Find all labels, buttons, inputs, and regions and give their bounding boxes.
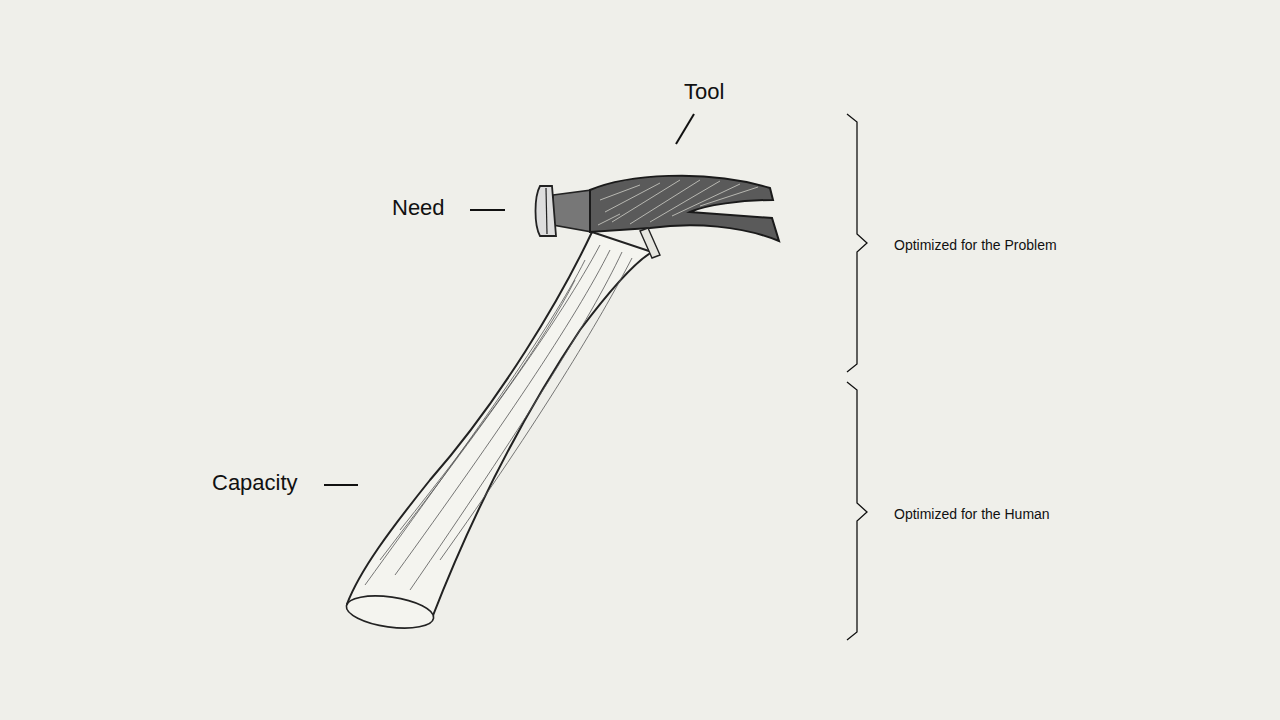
hammer-neck bbox=[553, 190, 592, 232]
hammer-face bbox=[536, 186, 557, 236]
label-slot: Optimized for the Problem bbox=[894, 236, 1057, 254]
bracket-note: Optimized for the Problem bbox=[894, 237, 1057, 253]
label-slot: Need bbox=[392, 196, 445, 220]
hammer-head bbox=[590, 176, 779, 241]
label-slot: Capacity bbox=[212, 471, 298, 495]
hammer-handle bbox=[347, 232, 652, 624]
label-slot: Tool bbox=[684, 80, 724, 104]
leader-line bbox=[676, 114, 694, 144]
head-eye bbox=[640, 228, 660, 258]
label-slot: Optimized for the Human bbox=[894, 505, 1050, 523]
part-label: Tool bbox=[684, 80, 724, 104]
head-hatching bbox=[598, 180, 758, 225]
part-label: Need bbox=[392, 196, 445, 220]
curly-bracket bbox=[847, 114, 867, 372]
leader-line bbox=[324, 484, 358, 486]
curly-bracket bbox=[847, 382, 867, 640]
bracket-note: Optimized for the Human bbox=[894, 506, 1050, 522]
part-label: Capacity bbox=[212, 471, 298, 495]
wood-grain bbox=[365, 245, 632, 590]
handle-end bbox=[344, 591, 435, 633]
leader-line bbox=[470, 209, 505, 211]
